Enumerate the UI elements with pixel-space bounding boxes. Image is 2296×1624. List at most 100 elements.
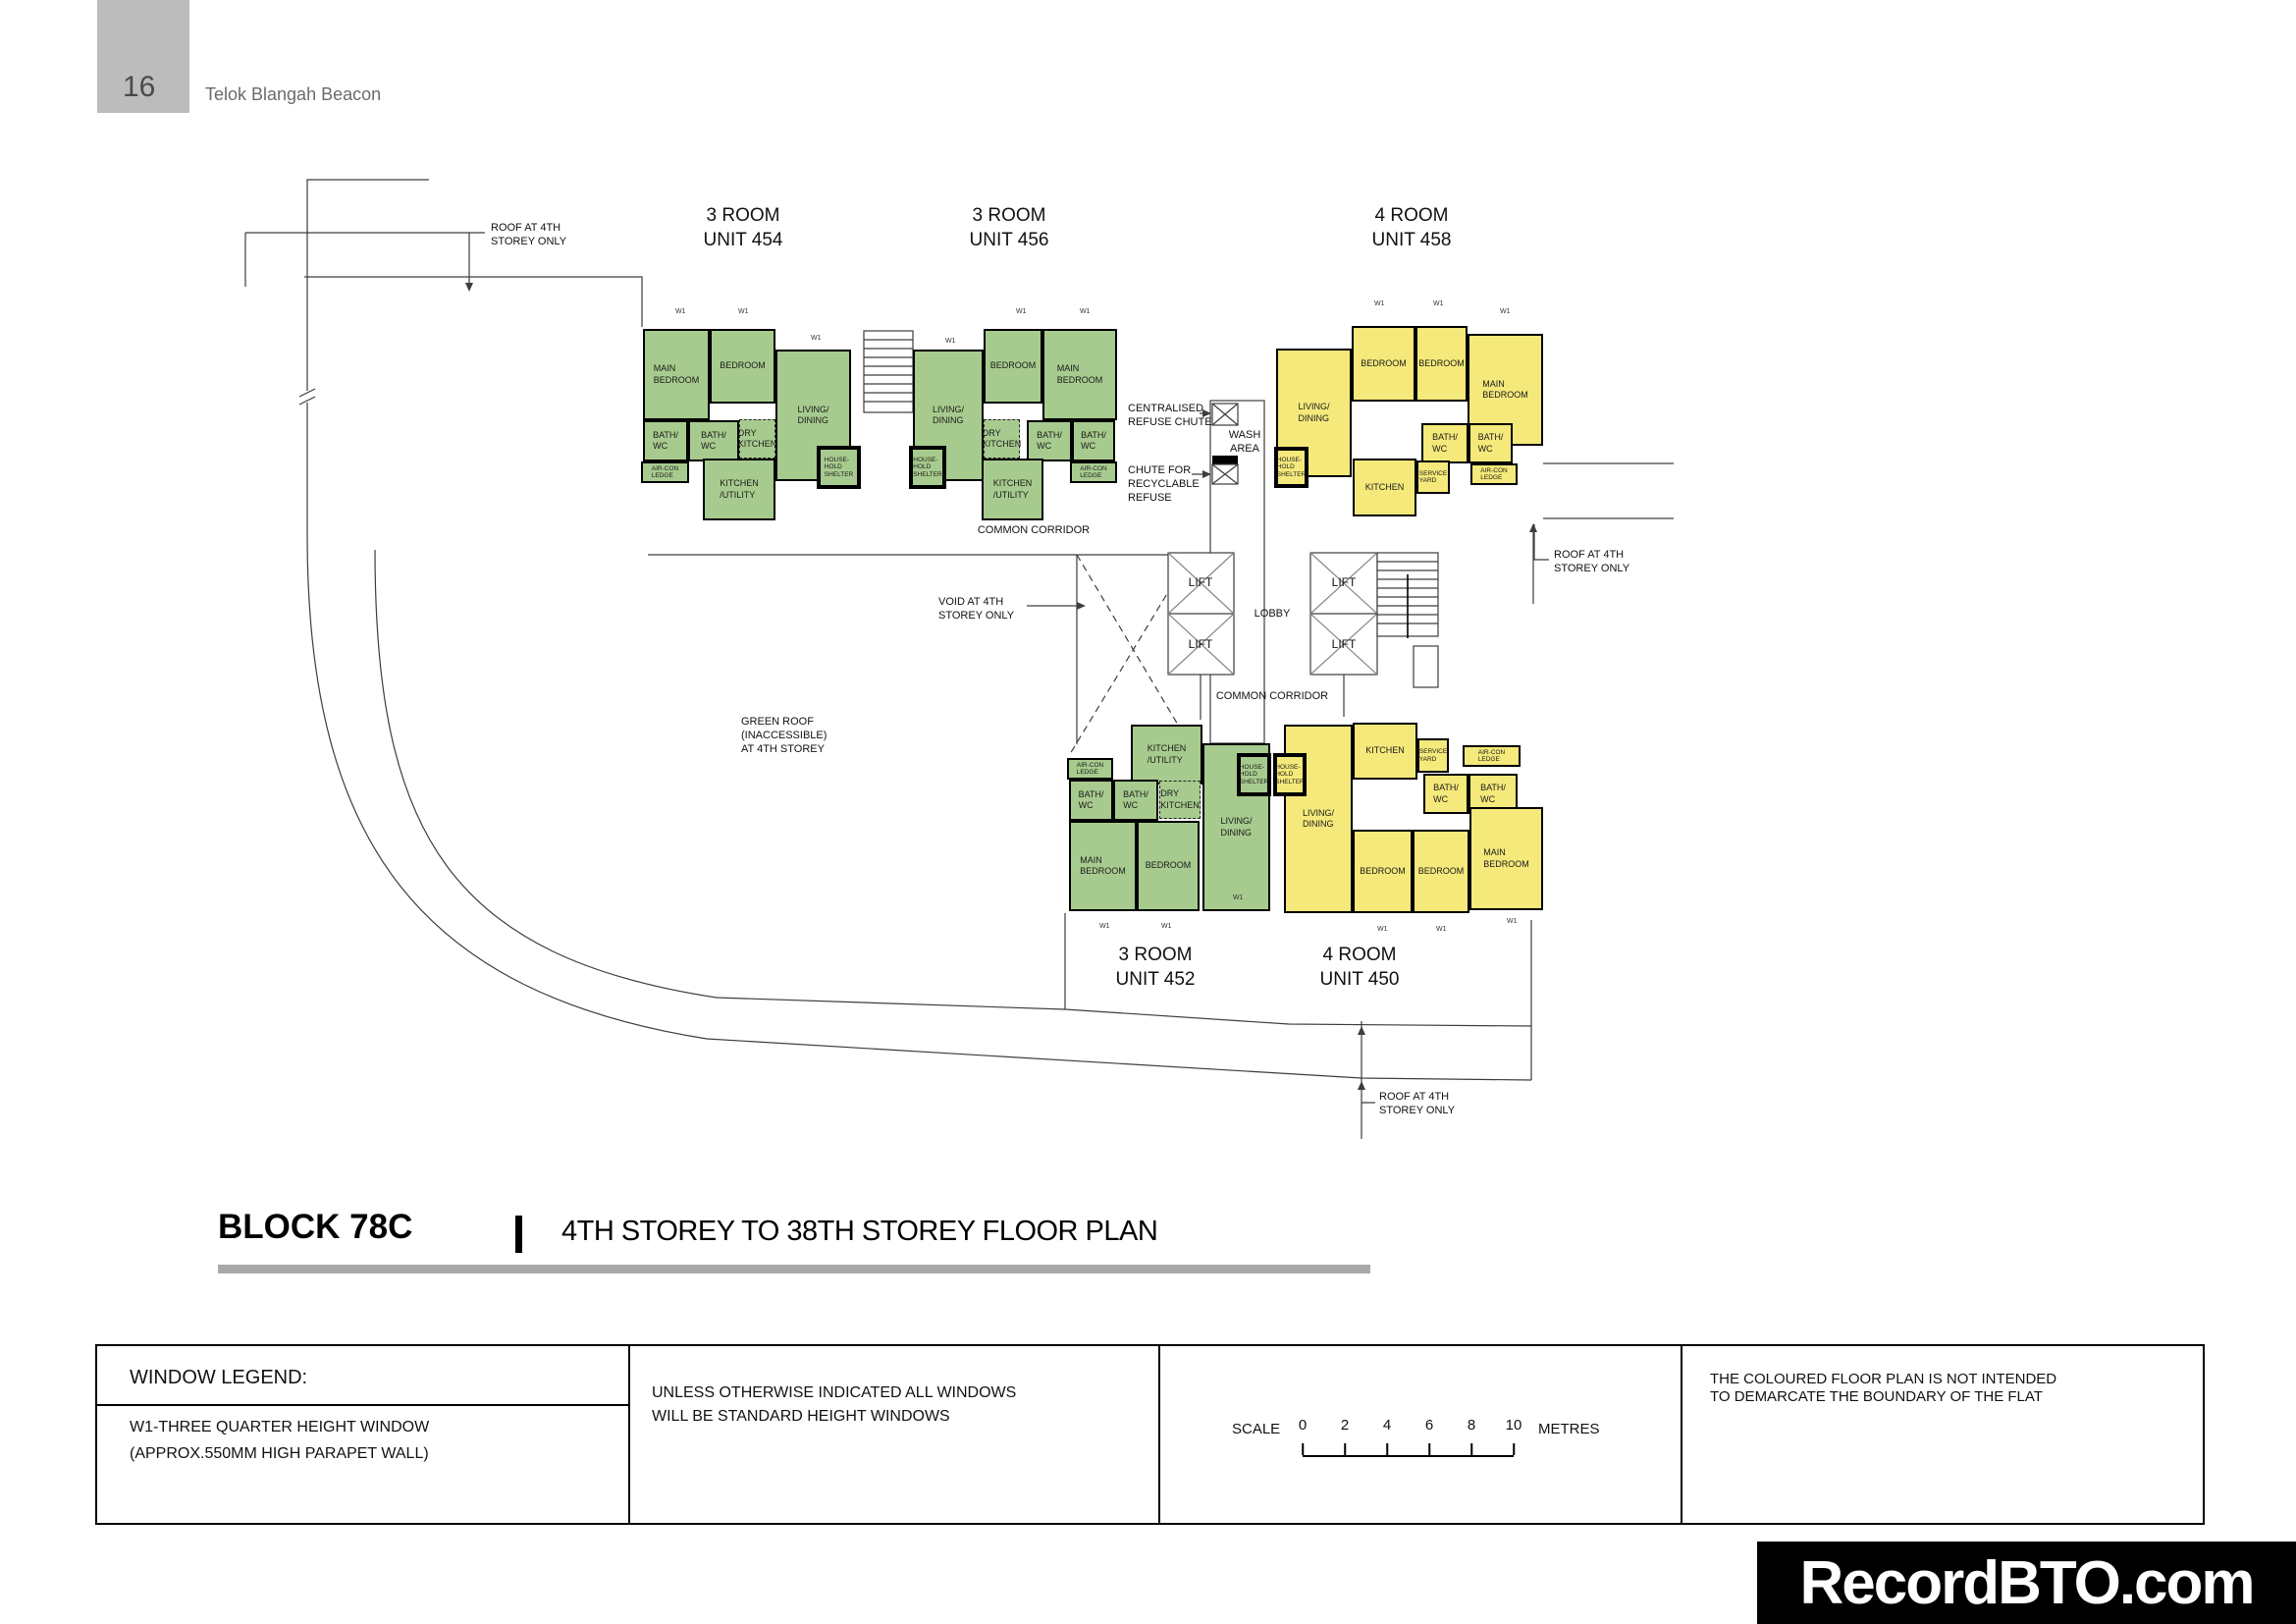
recyclable-chute-box — [1211, 463, 1239, 485]
unit-title: 3 ROOM UNIT 454 — [703, 205, 783, 251]
arrow-down-top-left — [465, 283, 473, 292]
unit-452-room: BEDROOM — [1137, 821, 1200, 911]
boundary-to-unit454 — [304, 276, 643, 327]
scale-tick-label: 8 — [1467, 1417, 1476, 1434]
lift-shaft-right — [1309, 552, 1378, 676]
unit-454-room: KITCHEN /UTILITY — [703, 459, 775, 520]
lobby-connectors — [1200, 675, 1345, 720]
window-w1-label: W1 — [675, 308, 686, 315]
unit-450-room: BATH/ WC — [1423, 774, 1468, 814]
roof-leader-right — [1532, 524, 1549, 604]
refuse-chute-cross — [1211, 403, 1239, 426]
window-w1-label: W1 — [1233, 894, 1244, 901]
storey-range-title: 4TH STOREY TO 38TH STOREY FLOOR PLAN — [561, 1216, 1158, 1247]
scale-baseline — [1303, 1455, 1514, 1457]
unit-title: 4 ROOM UNIT 450 — [1319, 945, 1400, 991]
plan-annotation: LOBBY — [1254, 608, 1291, 620]
unit-454-room: BATH/ WC — [643, 420, 688, 461]
scale-label: SCALE — [1232, 1421, 1281, 1437]
unit-456-room: BATH/ WC — [1072, 420, 1115, 461]
unit-456-room: KITCHEN /UTILITY — [982, 459, 1043, 520]
window-w1-label: W1 — [1436, 926, 1447, 933]
scale-tick-label: 6 — [1424, 1417, 1434, 1434]
unit-452-room: AIR-CON LEDGE — [1067, 758, 1113, 780]
unit-456-room: BEDROOM — [984, 329, 1042, 404]
boundary-break-symbol — [298, 388, 316, 406]
unit-454-room: DRY KITCHEN — [738, 419, 776, 459]
scale-tick — [1428, 1443, 1430, 1455]
unit-454-room: BATH/ WC — [688, 420, 739, 461]
scale-tick-label: 10 — [1505, 1417, 1522, 1434]
unit-458-room: BEDROOM — [1352, 326, 1415, 402]
title-separator — [515, 1216, 522, 1253]
plan-annotation: COMMON CORRIDOR — [977, 524, 1091, 536]
window-w1-label: W1 — [1099, 923, 1110, 930]
unit-456-room: AIR-CON LEDGE — [1070, 461, 1117, 483]
window-w1-label: W1 — [811, 335, 822, 342]
legend-table: WINDOW LEGEND: W1-THREE QUARTER HEIGHT W… — [95, 1344, 2205, 1525]
unit-title: 3 ROOM UNIT 456 — [969, 205, 1049, 251]
scale-tick-label: 4 — [1382, 1417, 1392, 1434]
recyclable-chute-cross — [1211, 463, 1239, 485]
plan-annotation: LIFT — [1188, 637, 1213, 651]
scale-unit: METRES — [1538, 1421, 1600, 1437]
unit-450-room: AIR-CON LEDGE — [1463, 745, 1521, 767]
plan-annotation: COMMON CORRIDOR — [1215, 690, 1329, 702]
window-legend-title: WINDOW LEGEND: — [130, 1367, 308, 1388]
arrow-up-right — [1529, 523, 1537, 532]
roof-leader-top — [244, 232, 485, 287]
disclaimer-line1: THE COLOURED FLOOR PLAN IS NOT INTENDED — [1710, 1371, 2057, 1387]
unit-454-room: MAIN BEDROOM — [643, 329, 710, 420]
window-legend-divider — [97, 1404, 628, 1406]
unit-450-room: KITCHEN — [1353, 723, 1417, 780]
scale-tick-label: 2 — [1340, 1417, 1350, 1434]
project-name: Telok Blangah Beacon — [205, 84, 382, 104]
unit-452-room: HOUSE- HOLD SHELTER — [1237, 753, 1271, 796]
window-w1-label: W1 — [945, 338, 956, 345]
unit-456-room: BATH/ WC — [1027, 420, 1072, 461]
window-w1-label: W1 — [1433, 300, 1444, 307]
arrow-up-bottom-1 — [1358, 1026, 1365, 1035]
window-w1-label: W1 — [1016, 308, 1027, 315]
window-legend-line1: W1-THREE QUARTER HEIGHT WINDOW — [130, 1419, 430, 1435]
page-number-tab: 16 — [97, 0, 189, 113]
window-w1-label: W1 — [1377, 926, 1388, 933]
plan-annotation: VOID AT 4TH STOREY ONLY — [938, 596, 1015, 623]
block-title: BLOCK 78C — [218, 1208, 413, 1246]
unit-454-room: AIR-CON LEDGE — [641, 461, 689, 483]
unit-450-room: BEDROOM — [1353, 830, 1413, 913]
unit-456-room: HOUSE- HOLD SHELTER — [909, 446, 946, 489]
plan-annotation: CENTRALISED REFUSE CHUTE — [1128, 403, 1212, 429]
refuse-chute-box — [1211, 403, 1239, 426]
window-w1-label: W1 — [1374, 300, 1385, 307]
watermark-banner: RecordBTO.com — [1757, 1542, 2296, 1624]
window-w1-label: W1 — [1080, 308, 1091, 315]
scale-tick-label: 0 — [1298, 1417, 1308, 1434]
arrow-recyclable — [1202, 470, 1211, 478]
unit-452-room: MAIN BEDROOM — [1069, 821, 1137, 911]
lift-shaft-left — [1167, 552, 1235, 676]
boundary-curve-outer — [306, 534, 1532, 1081]
unit-452-room: DRY KITCHEN — [1159, 781, 1201, 819]
unit-452-room: BATH/ WC — [1069, 780, 1113, 821]
unit-458-room: BATH/ WC — [1421, 423, 1468, 463]
unit-title: 4 ROOM UNIT 458 — [1371, 205, 1452, 251]
windows-note-line1: UNLESS OTHERWISE INDICATED ALL WINDOWS — [652, 1384, 1017, 1401]
chute-wall — [1212, 456, 1238, 464]
arrowheads — [465, 283, 1537, 1090]
unit-458-room: AIR-CON LEDGE — [1470, 463, 1518, 485]
plan-annotation: LIFT — [1331, 637, 1357, 651]
unit-458-room: HOUSE- HOLD SHELTER — [1274, 447, 1308, 488]
window-w1-label: W1 — [1500, 308, 1511, 315]
roof-lines-right — [1543, 462, 1674, 519]
page-number: 16 — [123, 71, 156, 103]
windows-note-line2: WILL BE STANDARD HEIGHT WINDOWS — [652, 1408, 950, 1425]
unit-454-room: BEDROOM — [710, 329, 775, 404]
unit-458-room: SERVICE YARD — [1416, 460, 1450, 494]
unit-456-room: DRY KITCHEN — [983, 419, 1021, 459]
stair-treads-top — [864, 339, 913, 403]
roof-leader-bottom — [1361, 1021, 1375, 1139]
arrow-up-bottom-2 — [1358, 1081, 1365, 1090]
unit-450-room: BEDROOM — [1413, 830, 1469, 913]
scale-tick — [1302, 1443, 1304, 1455]
